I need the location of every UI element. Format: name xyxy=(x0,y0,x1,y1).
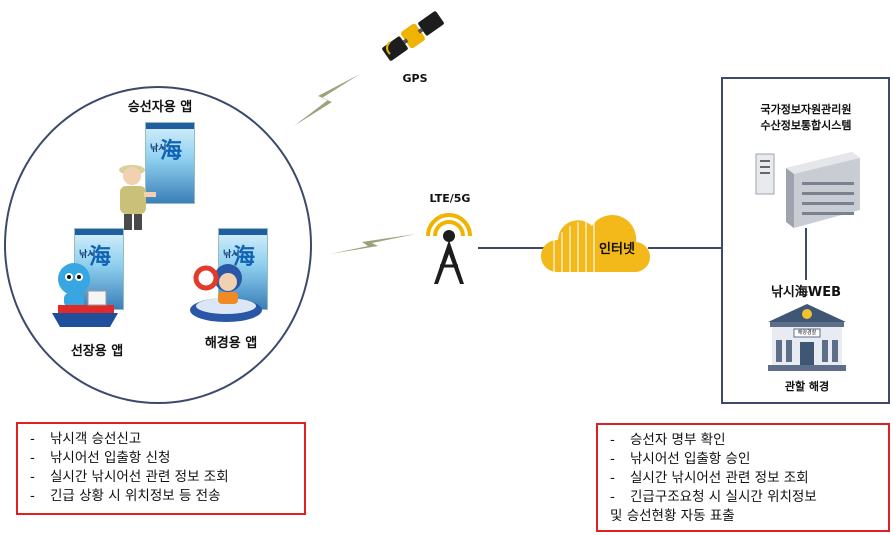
passenger-person-icon xyxy=(112,158,158,232)
coastguard-features-box: -승선자 명부 확인 -낚시어선 입출항 승인 -실시간 낚시어선 관련 정보 … xyxy=(596,423,890,532)
police-sign: 해양경찰 xyxy=(797,330,817,336)
cell-tower-icon xyxy=(418,206,480,286)
app-circle xyxy=(4,86,312,404)
signal-bolt-icon xyxy=(328,232,418,256)
list-item: -긴급 상황 시 위치정보 등 전송 xyxy=(30,488,221,504)
left-feature-list: -낚시객 승선신고 -낚시어선 입출항 신청 -실시간 낚시어선 관련 정보 조… xyxy=(30,430,294,506)
cloud-label: 인터넷 xyxy=(599,242,635,257)
captain-app-label: 선장용 앱 xyxy=(70,344,124,359)
cloud-icon xyxy=(540,212,651,278)
passenger-app-label: 승선자용 앱 xyxy=(127,100,193,115)
list-item: -승선자 명부 확인 xyxy=(610,432,726,448)
list-item: -긴급구조요청 시 실시간 위치정보 xyxy=(610,489,817,505)
list-item: -낚시어선 입출항 신청 xyxy=(30,450,171,466)
right-feature-list: -승선자 명부 확인 -낚시어선 입출항 승인 -실시간 낚시어선 관련 정보 … xyxy=(610,431,878,526)
police-building-icon: 해양경찰 xyxy=(766,302,848,372)
list-item: -실시간 낚시어선 관련 정보 조회 xyxy=(610,470,809,486)
data-center-icon xyxy=(752,148,862,230)
app-phone: 낚시 海 xyxy=(145,122,195,204)
list-item: -낚시어선 입출항 승인 xyxy=(610,451,751,467)
web-label: 낚시海WEB xyxy=(770,285,842,300)
police-label: 관할 해경 xyxy=(784,380,830,393)
captain-mascot-icon xyxy=(48,255,118,331)
connection-line xyxy=(805,228,807,280)
connection-line xyxy=(478,247,546,249)
list-item: 및 승선현황 자동 표출 xyxy=(610,508,735,524)
satellite-icon xyxy=(378,6,448,66)
connection-line xyxy=(648,247,722,249)
coastguard-app-label: 해경용 앱 xyxy=(204,336,258,351)
list-item: -낚시객 승선신고 xyxy=(30,431,142,447)
signal-bolt-icon xyxy=(292,72,362,128)
gps-label: GPS xyxy=(402,72,428,85)
passenger-features-box: -낚시객 승선신고 -낚시어선 입출항 신청 -실시간 낚시어선 관련 정보 조… xyxy=(16,422,306,515)
server-title-line2: 수산정보통합시스템 xyxy=(760,119,852,132)
tower-label: LTE/5G xyxy=(429,192,471,205)
list-item: -실시간 낚시어선 관련 정보 조회 xyxy=(30,469,229,485)
server-title-line1: 국가정보자원관리원 xyxy=(760,103,852,116)
app-phone: 낚시 海 xyxy=(218,228,268,310)
coastguard-mascot-icon xyxy=(186,256,264,326)
